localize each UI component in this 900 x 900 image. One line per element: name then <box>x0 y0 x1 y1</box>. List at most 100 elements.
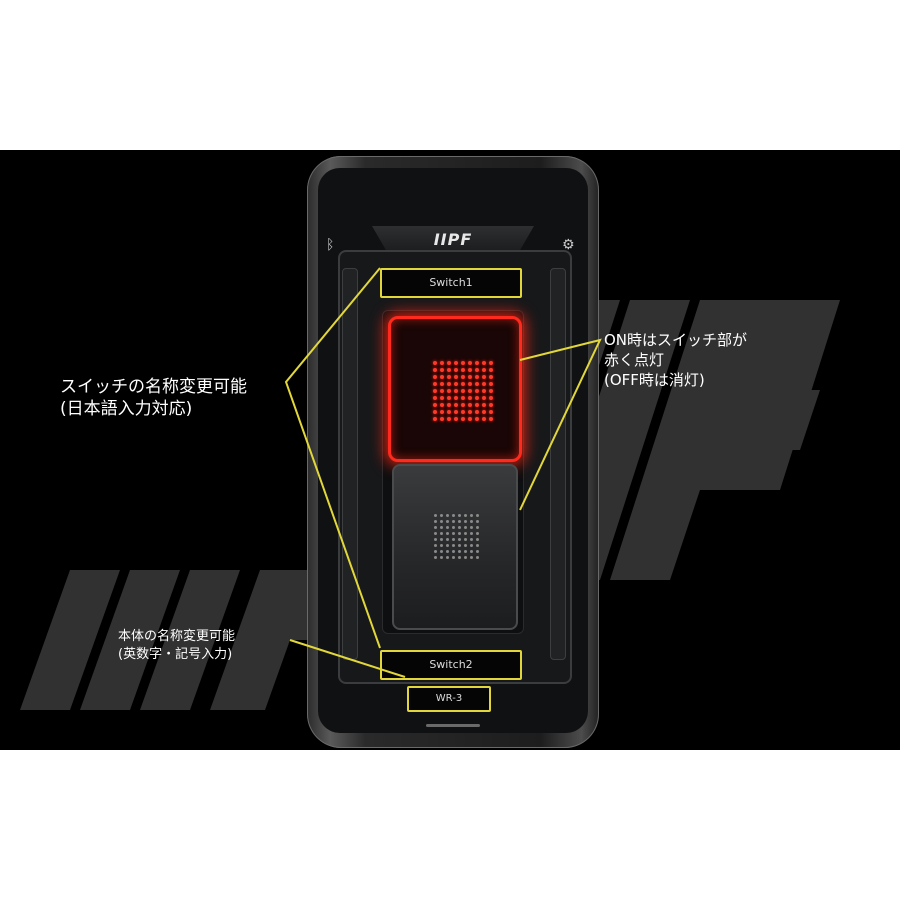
grip-dot <box>458 550 461 553</box>
switch1-name-field[interactable]: Switch1 <box>380 268 522 298</box>
led-dot <box>482 382 486 386</box>
led-dot <box>461 389 465 393</box>
grip-dot <box>476 544 479 547</box>
grip-dot <box>434 550 437 553</box>
led-dot <box>475 396 479 400</box>
grip-dot <box>458 544 461 547</box>
ipf-logo: IIPF <box>433 230 473 249</box>
led-dot <box>454 396 458 400</box>
led-dot <box>433 417 437 421</box>
led-dot <box>475 417 479 421</box>
led-dot <box>447 403 451 407</box>
led-dot <box>475 368 479 372</box>
app-screen: ᛒ ⚙ IIPF Switch1 Switch2 WR-3 <box>318 168 588 733</box>
grip-dot <box>476 532 479 535</box>
grip-dot <box>446 526 449 529</box>
led-dot <box>489 382 493 386</box>
grip-dot <box>452 556 455 559</box>
led-dot <box>482 396 486 400</box>
gear-icon[interactable]: ⚙ <box>562 237 575 253</box>
grip-dot <box>452 550 455 553</box>
grip-dot <box>434 544 437 547</box>
led-dot <box>489 396 493 400</box>
grip-dot <box>470 532 473 535</box>
annotation-switch-light: ON時はスイッチ部が 赤く点灯 (OFF時は消灯) <box>604 331 748 389</box>
switch2-name-field[interactable]: Switch2 <box>380 650 522 680</box>
grip-dot <box>470 544 473 547</box>
led-dot <box>482 389 486 393</box>
led-dot <box>461 396 465 400</box>
led-dot <box>454 389 458 393</box>
left-rail <box>342 268 358 660</box>
led-dot <box>461 403 465 407</box>
led-dot <box>440 375 444 379</box>
switch-top-button-on[interactable] <box>388 316 522 462</box>
led-dot <box>440 368 444 372</box>
grip-dot <box>440 520 443 523</box>
grip-dot <box>440 532 443 535</box>
home-indicator[interactable] <box>426 724 480 727</box>
grip-dot <box>434 556 437 559</box>
grip-dot <box>458 520 461 523</box>
grip-dot <box>434 520 437 523</box>
led-dot <box>468 389 472 393</box>
led-dot <box>475 410 479 414</box>
led-dot <box>468 361 472 365</box>
grip-dot <box>434 538 437 541</box>
grip-dot <box>464 514 467 517</box>
led-dot <box>454 382 458 386</box>
led-dot <box>440 410 444 414</box>
grip-dot <box>464 520 467 523</box>
led-dot <box>475 375 479 379</box>
grip-dot <box>476 550 479 553</box>
grip-dot <box>464 538 467 541</box>
led-dot <box>454 375 458 379</box>
led-dot <box>461 410 465 414</box>
led-dot <box>461 375 465 379</box>
led-dot <box>461 361 465 365</box>
grip-dot <box>470 556 473 559</box>
annotation-unit-name: 本体の名称変更可能 (英数字・記号入力) <box>118 629 236 662</box>
grip-dot <box>464 550 467 553</box>
led-dot <box>433 396 437 400</box>
led-dot <box>475 389 479 393</box>
led-dot-matrix-lit <box>433 361 496 424</box>
grip-dot <box>464 544 467 547</box>
led-dot <box>440 389 444 393</box>
right-rail <box>550 268 566 660</box>
led-dot <box>447 410 451 414</box>
grip-dot <box>440 544 443 547</box>
grip-dot <box>476 538 479 541</box>
led-dot <box>482 368 486 372</box>
led-dot <box>447 361 451 365</box>
grip-dot <box>476 526 479 529</box>
grip-dot <box>458 532 461 535</box>
led-dot <box>461 417 465 421</box>
grip-dot <box>440 538 443 541</box>
switch-bottom-button-off[interactable] <box>392 464 518 630</box>
grip-dot <box>452 514 455 517</box>
grip-dot <box>458 538 461 541</box>
led-dot <box>461 368 465 372</box>
grip-dot <box>476 556 479 559</box>
led-dot <box>433 389 437 393</box>
unit-name-field[interactable]: WR-3 <box>407 686 491 712</box>
led-dot <box>433 382 437 386</box>
grip-dot <box>446 514 449 517</box>
led-dot <box>454 410 458 414</box>
grip-dot <box>446 544 449 547</box>
led-dot <box>489 417 493 421</box>
grip-dot <box>470 538 473 541</box>
led-dot <box>489 361 493 365</box>
led-dot <box>454 417 458 421</box>
grip-dot <box>446 538 449 541</box>
led-dot <box>447 382 451 386</box>
led-dot <box>433 403 437 407</box>
grip-dot <box>452 544 455 547</box>
grip-dot <box>434 526 437 529</box>
led-dot <box>454 403 458 407</box>
bluetooth-icon[interactable]: ᛒ <box>326 237 335 253</box>
led-dot <box>440 403 444 407</box>
led-dot <box>489 403 493 407</box>
led-dot <box>433 368 437 372</box>
